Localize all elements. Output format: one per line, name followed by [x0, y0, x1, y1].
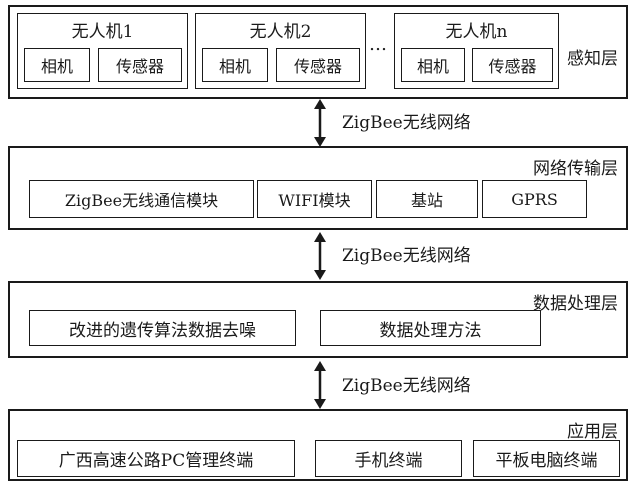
double-arrow-2	[314, 232, 326, 280]
camera-box-1: 相机	[24, 48, 90, 82]
sensor-box-2: 传感器	[276, 48, 360, 82]
gprs-box: GPRS	[482, 180, 587, 218]
link-label-3: ZigBee无线网络	[342, 376, 471, 396]
tablet-terminal-box: 平板电脑终端	[473, 440, 620, 477]
link-label-2: ZigBee无线网络	[342, 246, 471, 266]
uav-title-2: 无人机2	[249, 22, 312, 42]
wifi-module-box: WIFI模块	[257, 180, 372, 218]
pc-terminal-box: 广西高速公路PC管理终端	[17, 440, 295, 477]
camera-box-2: 相机	[202, 48, 268, 82]
perception-layer-label: 感知层	[567, 49, 618, 69]
double-arrow-1	[314, 99, 326, 147]
sensor-box-n: 传感器	[472, 48, 553, 82]
link-label-1: ZigBee无线网络	[342, 113, 471, 133]
zigbee-module-box: ZigBee无线通信模块	[29, 180, 254, 218]
processing-layer-label: 数据处理层	[533, 294, 618, 314]
data-processing-method-box: 数据处理方法	[320, 310, 541, 346]
sensor-box-1: 传感器	[98, 48, 182, 82]
uav-ellipsis: …	[369, 34, 388, 55]
phone-terminal-box: 手机终端	[315, 440, 462, 477]
uav-title-n: 无人机n	[445, 22, 508, 42]
uav-title-1: 无人机1	[71, 22, 134, 42]
base-station-box: 基站	[376, 180, 478, 218]
camera-box-n: 相机	[401, 48, 465, 82]
application-layer-label: 应用层	[567, 422, 618, 442]
denoise-algorithm-box: 改进的遗传算法数据去噪	[29, 310, 296, 346]
network-layer-label: 网络传输层	[533, 159, 618, 179]
double-arrow-3	[314, 361, 326, 409]
